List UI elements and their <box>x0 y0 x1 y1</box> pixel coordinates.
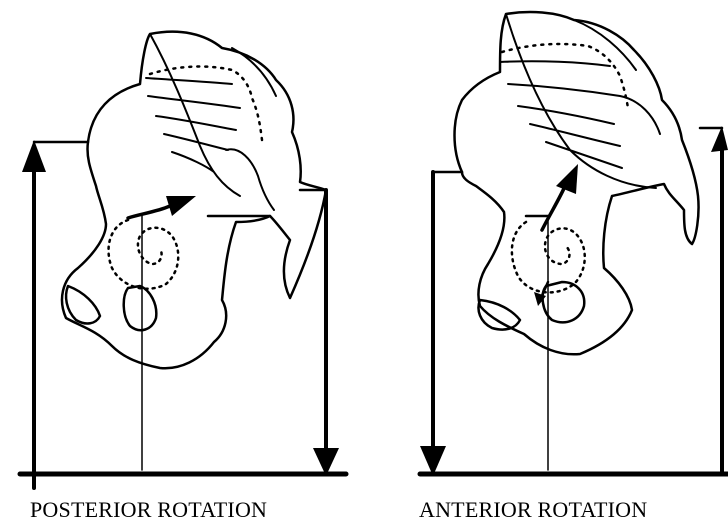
small-arrow-icon <box>534 282 548 306</box>
anterior-rotation-caption: ANTERIOR ROTATION <box>419 497 647 523</box>
obturator-foramen-left <box>124 286 157 330</box>
ischium-left <box>66 286 100 323</box>
ischium-right <box>479 300 521 330</box>
sacrum-segments-right <box>500 14 660 188</box>
arrow-up-icon <box>22 140 46 488</box>
curved-arrow-icon <box>542 164 578 230</box>
posterior-rotation-caption: POSTERIOR ROTATION <box>30 497 267 523</box>
posterior-rotation-panel <box>20 32 346 488</box>
curved-arrow-icon <box>128 196 196 218</box>
acetabulum-spiral-left <box>109 220 179 289</box>
anterior-rotation-panel <box>420 12 728 476</box>
arrow-down-icon <box>313 190 339 476</box>
obturator-foramen-right <box>543 282 585 322</box>
dotted-sacral-curve-right <box>502 44 628 108</box>
arrow-down-icon <box>420 172 446 476</box>
arrow-up-icon <box>711 126 728 474</box>
